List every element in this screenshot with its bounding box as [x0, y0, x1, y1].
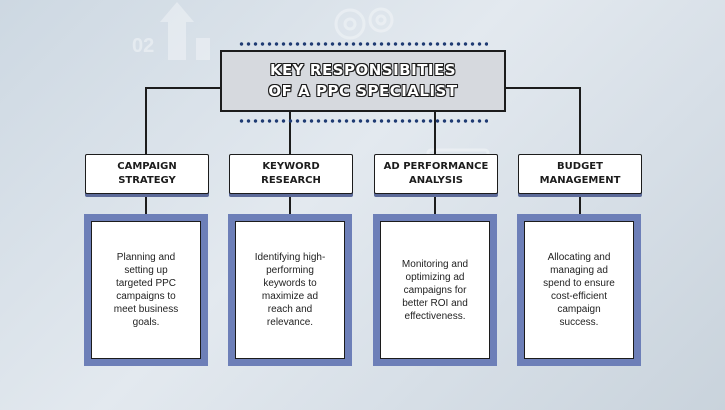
header-label: CAMPAIGN STRATEGY [117, 161, 177, 186]
gear-icon [334, 7, 394, 40]
card-keyword-research: Identifying high-performing keywords to … [228, 214, 352, 366]
title-line-2: OF A PPC SPECIALIST [268, 82, 458, 100]
header-label: BUDGET MANAGEMENT [539, 161, 621, 186]
title-box: KEY RESPONSIBITIES OF A PPC SPECIALIST [220, 50, 506, 112]
card-campaign-strategy: Planning and setting up targeted PPC cam… [84, 214, 208, 366]
card-inner: Allocating and managing ad spend to ensu… [524, 221, 634, 359]
header-campaign-strategy: CAMPAIGN STRATEGY [85, 154, 209, 194]
arrow-up-icon [160, 2, 210, 60]
card-ad-performance-analysis: Monitoring and optimizing ad campaigns f… [373, 214, 497, 366]
header-label: KEYWORD RESEARCH [261, 161, 321, 186]
header-label: AD PERFORMANCE ANALYSIS [383, 161, 489, 186]
title-line-1: KEY RESPONSIBITIES [269, 61, 457, 79]
background-label: 02 [132, 35, 154, 57]
header-keyword-research: KEYWORD RESEARCH [229, 154, 353, 194]
card-budget-management: Allocating and managing ad spend to ensu… [517, 214, 641, 366]
card-description: Identifying high-performing keywords to … [254, 252, 326, 328]
card-description: Monitoring and optimizing ad campaigns f… [401, 258, 469, 322]
dotted-divider-bottom [238, 119, 488, 123]
card-inner: Planning and setting up targeted PPC cam… [91, 221, 201, 359]
header-budget-management: BUDGET MANAGEMENT [518, 154, 642, 194]
header-ad-performance-analysis: AD PERFORMANCE ANALYSIS [374, 154, 498, 194]
card-inner: Monitoring and optimizing ad campaigns f… [380, 221, 490, 359]
card-description: Planning and setting up targeted PPC cam… [113, 252, 179, 328]
card-description: Allocating and managing ad spend to ensu… [543, 252, 615, 328]
dotted-divider-top [238, 42, 488, 46]
card-inner: Identifying high-performing keywords to … [235, 221, 345, 359]
